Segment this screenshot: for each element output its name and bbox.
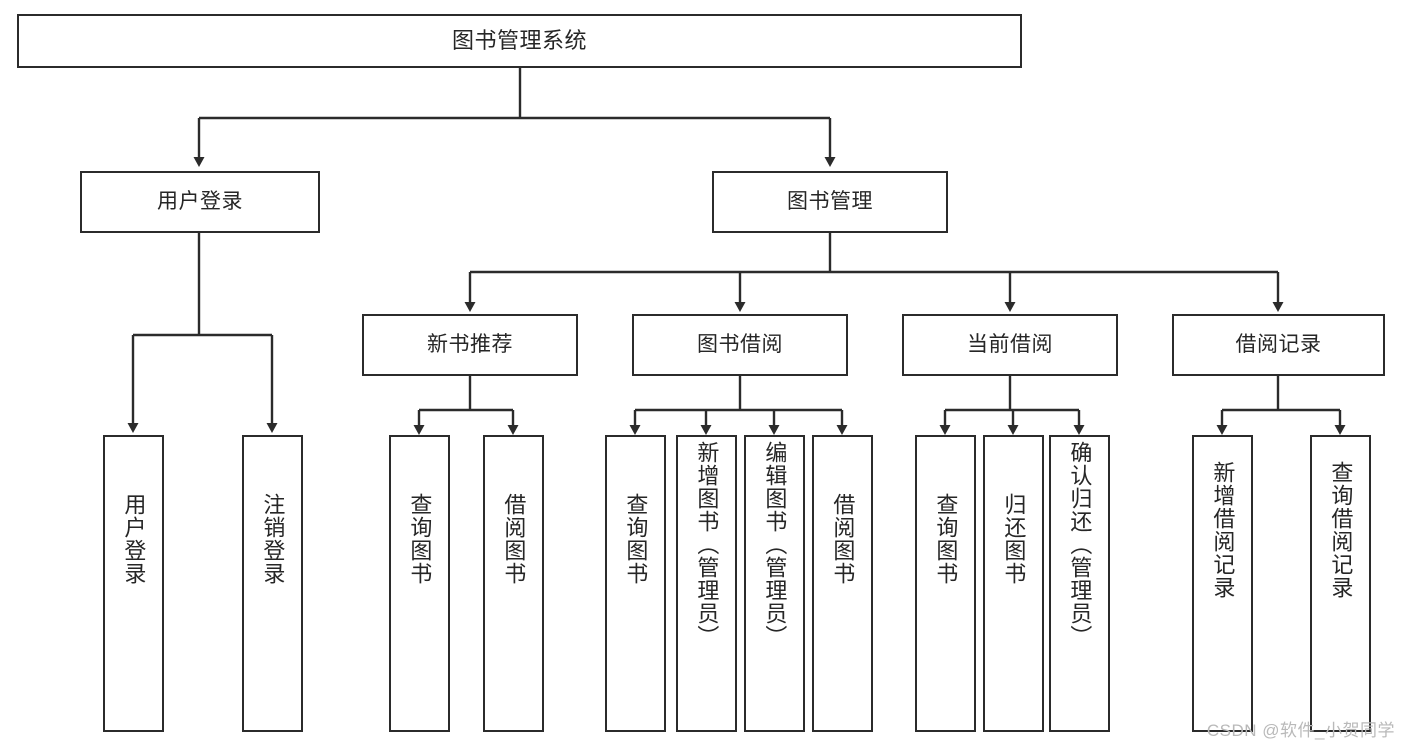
node-leaf-query-book-3[interactable]: 查询图书 <box>915 435 976 732</box>
node-leaf-logout-login-label: 注销登录 <box>260 493 286 585</box>
node-leaf-query-record-label: 查询借阅记录 <box>1328 461 1354 599</box>
node-leaf-edit-book-label: 编辑图书（管理员） <box>762 441 788 648</box>
node-leaf-query-book-3-label: 查询图书 <box>933 493 959 585</box>
node-leaf-query-book-1-label: 查询图书 <box>407 493 433 585</box>
node-leaf-add-record-label: 新增借阅记录 <box>1210 461 1236 599</box>
node-leaf-logout-login[interactable]: 注销登录 <box>242 435 303 732</box>
node-book-borrow[interactable]: 图书借阅 <box>632 314 848 376</box>
node-leaf-add-record[interactable]: 新增借阅记录 <box>1192 435 1253 732</box>
node-leaf-user-login[interactable]: 用户登录 <box>103 435 164 732</box>
node-leaf-query-book-2[interactable]: 查询图书 <box>605 435 666 732</box>
node-leaf-query-book-1[interactable]: 查询图书 <box>389 435 450 732</box>
node-root[interactable]: 图书管理系统 <box>17 14 1022 68</box>
node-leaf-query-record[interactable]: 查询借阅记录 <box>1310 435 1371 732</box>
node-leaf-return-book[interactable]: 归还图书 <box>983 435 1044 732</box>
node-leaf-borrow-book-1-label: 借阅图书 <box>501 493 527 585</box>
node-borrow-record-label: 借阅记录 <box>1235 333 1322 357</box>
csdn-watermark: CSDN @软件_小贺同学 <box>1206 721 1395 740</box>
node-leaf-user-login-label: 用户登录 <box>121 493 147 585</box>
node-leaf-confirm-return[interactable]: 确认归还（管理员） <box>1049 435 1110 732</box>
node-current-borrow-label: 当前借阅 <box>967 333 1053 357</box>
node-user-login-label: 用户登录 <box>157 190 243 214</box>
node-leaf-borrow-book-2-label: 借阅图书 <box>830 493 856 585</box>
node-book-manage[interactable]: 图书管理 <box>712 171 948 233</box>
node-book-borrow-label: 图书借阅 <box>697 333 783 357</box>
node-current-borrow[interactable]: 当前借阅 <box>902 314 1118 376</box>
node-new-book-rec-label: 新书推荐 <box>427 333 513 357</box>
node-leaf-borrow-book-1[interactable]: 借阅图书 <box>483 435 544 732</box>
node-new-book-rec[interactable]: 新书推荐 <box>362 314 578 376</box>
node-leaf-add-book-label: 新增图书（管理员） <box>694 441 720 648</box>
node-leaf-add-book[interactable]: 新增图书（管理员） <box>676 435 737 732</box>
node-user-login[interactable]: 用户登录 <box>80 171 320 233</box>
node-leaf-borrow-book-2[interactable]: 借阅图书 <box>812 435 873 732</box>
node-book-manage-label: 图书管理 <box>787 190 873 214</box>
node-leaf-query-book-2-label: 查询图书 <box>623 493 649 585</box>
node-leaf-edit-book[interactable]: 编辑图书（管理员） <box>744 435 805 732</box>
node-leaf-return-book-label: 归还图书 <box>1001 493 1027 585</box>
node-borrow-record[interactable]: 借阅记录 <box>1172 314 1385 376</box>
node-root-label: 图书管理系统 <box>451 27 587 53</box>
node-leaf-confirm-return-label: 确认归还（管理员） <box>1067 441 1093 648</box>
